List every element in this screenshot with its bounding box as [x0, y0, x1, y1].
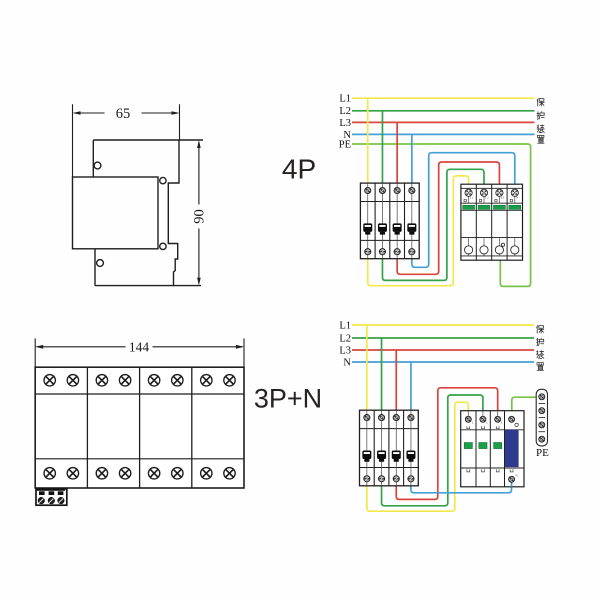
svg-text:65: 65 [116, 106, 131, 122]
svg-text:PE: PE [536, 447, 549, 459]
svg-text:L1: L1 [339, 320, 351, 331]
svg-text:N: N [515, 474, 518, 478]
svg-text:L: L [501, 420, 503, 424]
svg-text:N: N [516, 196, 519, 200]
svg-text:L2: L2 [485, 196, 489, 200]
svg-text:L1: L1 [339, 94, 351, 105]
svg-text:L: L [472, 420, 474, 424]
svg-text:L3: L3 [501, 196, 505, 200]
svg-text:N: N [343, 130, 351, 141]
svg-text:N: N [343, 357, 351, 368]
svg-text:144: 144 [129, 340, 150, 355]
svg-text:3P+N: 3P+N [254, 384, 322, 414]
svg-text:4P: 4P [282, 154, 316, 185]
svg-text:L3: L3 [339, 345, 351, 356]
svg-text:L3: L3 [339, 118, 351, 129]
svg-text:PE: PE [339, 139, 351, 150]
svg-text:L1: L1 [470, 196, 474, 200]
svg-text:L: L [486, 420, 488, 424]
svg-text:90: 90 [192, 209, 208, 224]
svg-text:L2: L2 [339, 333, 351, 344]
svg-text:L2: L2 [339, 106, 351, 117]
